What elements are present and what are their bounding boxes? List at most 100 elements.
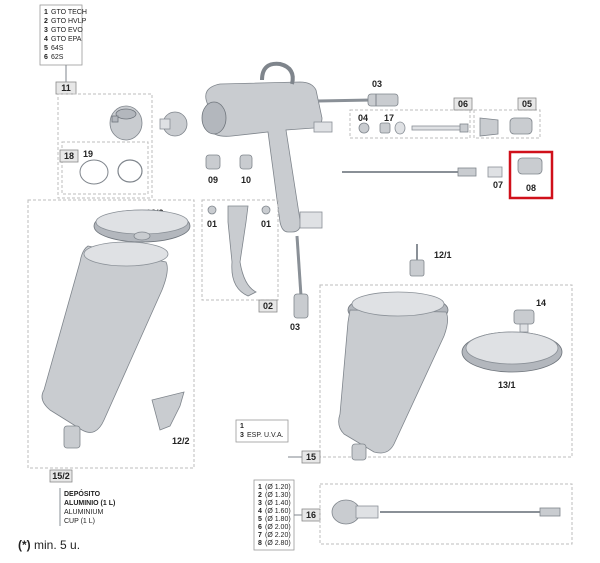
part-09[interactable]	[205, 154, 221, 170]
tag-18-label: 18	[64, 151, 74, 161]
screw-right[interactable]	[261, 205, 271, 215]
label-01-right: 01	[261, 219, 271, 229]
nozzle-size: (Ø 1.30)	[265, 492, 291, 499]
nozzle-num: 1	[258, 484, 262, 491]
plastic-cup-part[interactable]	[338, 309, 448, 454]
model-name: GTO EVO	[51, 27, 83, 34]
note-mark: (*)	[18, 538, 31, 552]
nozzle-size: (Ø 2.20)	[265, 532, 291, 539]
part-14[interactable]	[513, 309, 535, 325]
label-17: 17	[384, 113, 394, 123]
aluminium-cup-part[interactable]	[41, 245, 168, 433]
label-03-bottom: 03	[290, 322, 300, 332]
nozzle-size: (Ø 2.00)	[265, 524, 291, 531]
needle-group-06: 06 04 17	[349, 97, 473, 139]
uv-option-num-1: 1	[240, 423, 244, 430]
label-08: 08	[526, 183, 536, 193]
small-parts-09-10: 09 10	[205, 154, 253, 185]
nozzle-list-frame	[253, 479, 295, 551]
aluminium-cup-frame	[27, 199, 195, 469]
label-07: 07	[493, 180, 503, 190]
tag-02-label: 02	[263, 301, 273, 311]
uv-option: 1 3 ESP. U.V.A. 15	[235, 419, 321, 464]
needle-shaft-top	[317, 98, 373, 103]
cup-outlet	[63, 425, 81, 449]
cup-rim	[83, 241, 169, 267]
needle-rod-end	[459, 123, 469, 133]
nozzle-size: (Ø 1.60)	[265, 508, 291, 515]
tag-06-label: 06	[458, 99, 468, 109]
model-num: 4	[44, 36, 48, 43]
cup-caption-line1: DEPÓSITO	[64, 489, 101, 498]
model-num: 1	[44, 9, 48, 16]
minimum-order-note: (*) min. 5 u.	[18, 538, 80, 552]
part-12-2[interactable]	[151, 391, 185, 431]
needle-knob-bottom[interactable]	[293, 293, 309, 319]
model-list-frame	[39, 4, 83, 66]
label-01-left: 01	[207, 219, 217, 229]
nozzle-set-frame	[319, 483, 573, 545]
air-cap-top	[115, 108, 137, 120]
fluid-needle-bottom: 03	[290, 235, 309, 332]
needle-group-frame	[349, 109, 471, 139]
model-num: 6	[44, 54, 48, 61]
tag-16-label: 16	[306, 510, 316, 520]
part-08-highlight: 08	[508, 150, 554, 200]
tag-15-2[interactable]	[49, 469, 73, 483]
spring-part[interactable]	[479, 117, 499, 137]
adjust-cap-part[interactable]	[509, 117, 533, 135]
screw-left[interactable]	[207, 205, 217, 215]
part-13-1-inner	[465, 331, 559, 365]
nozzle-needle-end	[539, 507, 561, 517]
needle-07: 07	[342, 166, 503, 190]
plastic-cup-outlet	[351, 443, 367, 461]
tag-18[interactable]	[59, 149, 79, 163]
cup-lid-top	[95, 209, 189, 235]
nozzle-size: (Ø 2.80)	[265, 540, 291, 547]
label-14: 14	[536, 298, 546, 308]
needle-07-spring	[487, 166, 503, 178]
part-08[interactable]	[517, 157, 543, 175]
nozzle-size: (Ø 1.80)	[265, 516, 291, 523]
plastic-cup-group: 12/1 14 13/1	[319, 244, 573, 461]
gun-hook	[260, 61, 295, 85]
nozzle-size: (Ø 1.20)	[265, 484, 291, 491]
tag-05[interactable]	[517, 97, 537, 111]
label-04: 04	[358, 113, 368, 123]
tag-02[interactable]	[258, 299, 278, 313]
part-12-1[interactable]	[409, 259, 425, 277]
model-name: GTO HVLP	[51, 18, 87, 25]
tag-15-label: 15	[306, 452, 316, 462]
spring-group-frame	[473, 109, 541, 139]
tag-11-label: 11	[61, 83, 71, 93]
label-10: 10	[241, 175, 251, 185]
tag-15[interactable]	[301, 450, 321, 464]
part-17[interactable]	[379, 122, 391, 134]
nozzle-num: 3	[258, 500, 262, 507]
part-10[interactable]	[239, 154, 253, 170]
tag-06[interactable]	[453, 97, 473, 111]
o-ring-part[interactable]	[79, 159, 109, 185]
nozzle-num: 6	[258, 524, 262, 531]
air-inlet	[299, 211, 323, 229]
model-num: 5	[44, 45, 48, 52]
model-name: 62S	[51, 54, 64, 61]
aluminium-cup-group: 13/2 12/2 15/2 DEPÓSITO ALUMINIO (1 L) A…	[27, 199, 195, 526]
air-cap-horn	[111, 115, 119, 123]
seal-ring-part[interactable]	[117, 159, 143, 183]
nozzle-num: 4	[258, 508, 262, 515]
uv-option-num: 3	[240, 432, 244, 439]
nozzle-thread	[355, 505, 379, 519]
model-name: GTO TECH	[51, 9, 87, 16]
highlight-frame[interactable]	[508, 150, 554, 200]
part-04[interactable]	[358, 122, 370, 134]
label-13-1: 13/1	[498, 380, 516, 390]
needle-rod[interactable]	[411, 125, 463, 131]
uv-option-name: ESP. U.V.A.	[247, 432, 284, 439]
needle-knob-top[interactable]	[367, 93, 399, 107]
model-name: 64S	[51, 45, 64, 52]
trigger-part[interactable]	[227, 205, 257, 297]
needle-07-end[interactable]	[457, 167, 477, 177]
part-14-stem	[519, 323, 529, 333]
